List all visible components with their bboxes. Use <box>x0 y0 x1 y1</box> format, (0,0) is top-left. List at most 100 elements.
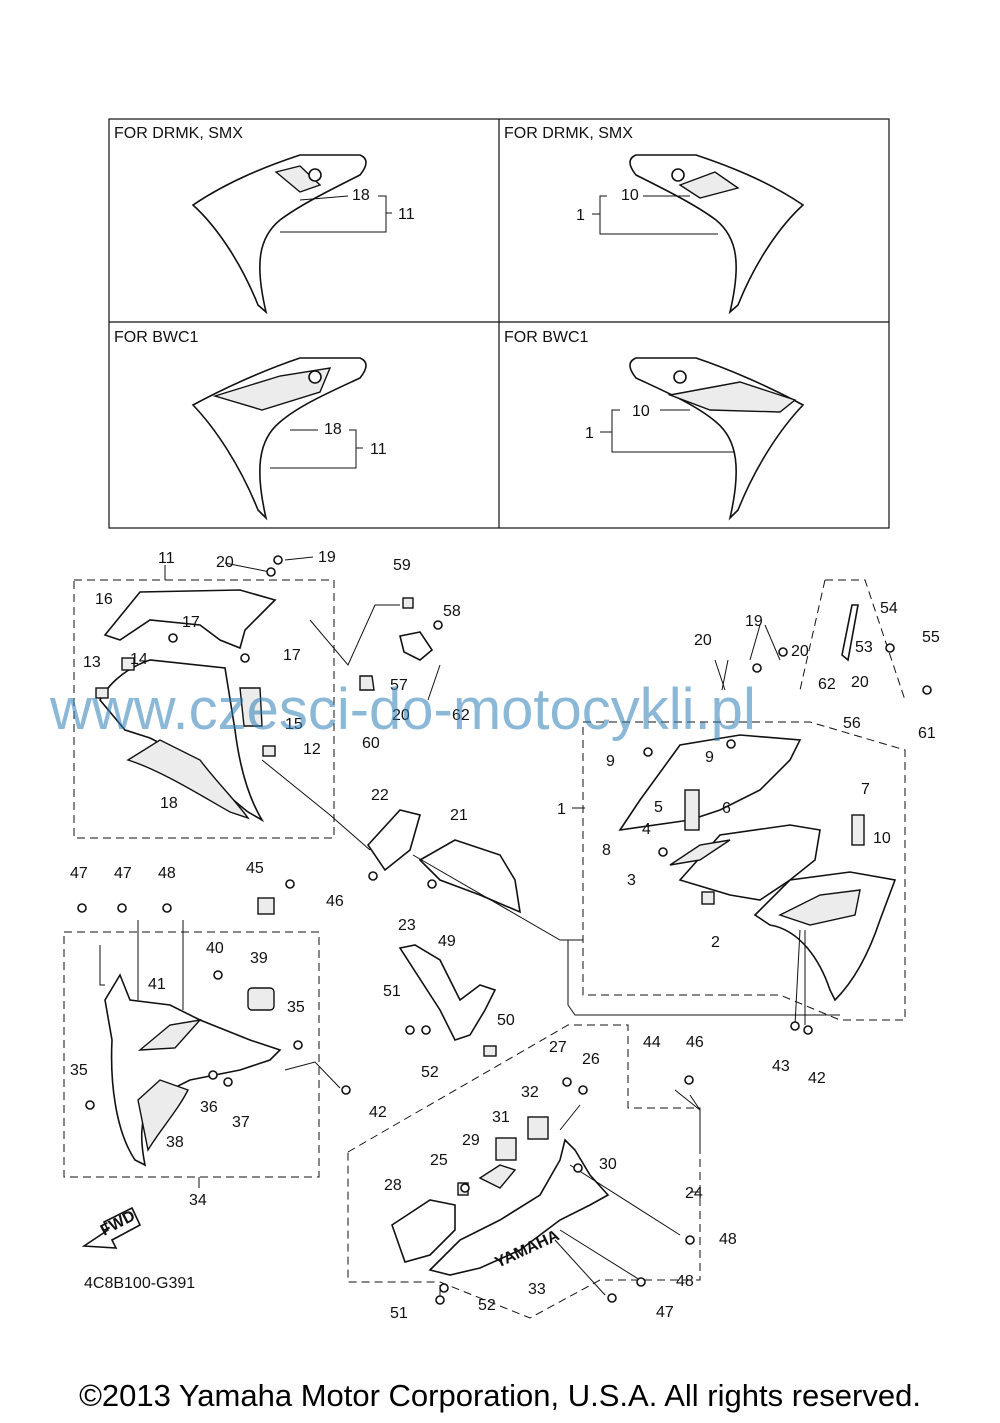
callouts: 11 20 19 16 17 17 13 14 15 12 18 59 58 5… <box>70 549 940 1322</box>
callout-35: 35 <box>287 999 305 1016</box>
callout-27: 27 <box>549 1039 567 1056</box>
callout-56: 56 <box>843 715 861 732</box>
callout-18: 18 <box>324 421 342 438</box>
callout-1: 1 <box>557 801 566 818</box>
variant-box-4: FOR BWC1 10 1 <box>504 329 805 521</box>
lower-left-cowl <box>104 897 282 1167</box>
callout-41: 41 <box>148 976 166 993</box>
center-side-panel <box>398 944 497 1057</box>
callout-50: 50 <box>497 1012 515 1029</box>
callout-43: 43 <box>772 1058 790 1075</box>
callout-8: 8 <box>602 842 611 859</box>
fasteners <box>77 555 932 1305</box>
callout-23: 23 <box>398 917 416 934</box>
callout-10: 10 <box>621 187 639 204</box>
variant-title: FOR DRMK, SMX <box>504 125 633 142</box>
panel-33 <box>428 1138 610 1276</box>
variant-box-1: FOR DRMK, SMX 18 11 <box>114 125 415 315</box>
callout-34: 34 <box>189 1192 207 1209</box>
callout-29: 29 <box>462 1132 480 1149</box>
callout-52: 52 <box>421 1064 439 1081</box>
variant-box-2: FOR DRMK, SMX 10 1 <box>504 125 805 315</box>
callout-62: 62 <box>452 707 470 724</box>
under-cowl: YAMAHA <box>391 1116 610 1276</box>
callout-20: 20 <box>216 554 234 571</box>
callout-33: 33 <box>528 1281 546 1298</box>
callout-46: 46 <box>326 893 344 910</box>
callout-14: 14 <box>130 651 148 668</box>
watermark: www.czesci-do-motocykli.pl <box>49 677 756 742</box>
upper-left-cowl <box>95 589 277 823</box>
callout-57: 57 <box>390 677 408 694</box>
callout-10: 10 <box>873 830 891 847</box>
r1-decal <box>667 381 797 413</box>
callout-42: 42 <box>808 1070 826 1087</box>
exploded-view: YAMAHA <box>63 549 940 1322</box>
panel-28 <box>391 1199 456 1263</box>
callout-47: 47 <box>114 865 132 882</box>
diagram-code: 4C8B100-G391 <box>84 1275 195 1292</box>
callout-38: 38 <box>166 1134 184 1151</box>
callout-59: 59 <box>393 557 411 574</box>
callout-5: 5 <box>654 799 663 816</box>
callout-25: 25 <box>430 1152 448 1169</box>
callout-39: 39 <box>250 950 268 967</box>
variant-grid: FOR DRMK, SMX 18 11 FOR DRMK, SMX 10 1 F… <box>108 118 890 529</box>
r1-decal <box>274 165 322 193</box>
leader-lines <box>99 556 840 1298</box>
callout-18: 18 <box>160 795 178 812</box>
callout-48: 48 <box>719 1231 737 1248</box>
callout-46: 46 <box>686 1034 704 1051</box>
callout-10: 10 <box>632 403 650 420</box>
callout-19: 19 <box>745 613 763 630</box>
callout-55: 55 <box>922 629 940 646</box>
callout-45: 45 <box>246 860 264 877</box>
callout-24: 24 <box>685 1185 703 1202</box>
callout-11: 11 <box>370 441 387 458</box>
panel-38 <box>137 1079 189 1152</box>
callout-48: 48 <box>676 1273 694 1290</box>
callout-44: 44 <box>643 1034 661 1051</box>
callout-6: 6 <box>722 800 731 817</box>
callout-52: 52 <box>478 1297 496 1314</box>
callout-4: 4 <box>642 821 651 838</box>
callout-9: 9 <box>705 749 714 766</box>
callout-17: 17 <box>283 647 301 664</box>
callout-20: 20 <box>851 674 869 691</box>
callout-19: 19 <box>318 549 336 566</box>
callout-61: 61 <box>918 725 936 742</box>
callout-20: 20 <box>392 707 410 724</box>
callout-47: 47 <box>70 865 88 882</box>
r1-decal <box>778 889 861 926</box>
callout-62: 62 <box>818 676 836 693</box>
callout-12: 12 <box>303 741 321 758</box>
callout-16: 16 <box>95 591 113 608</box>
callout-11: 11 <box>398 206 415 223</box>
callout-48: 48 <box>158 865 176 882</box>
callout-1: 1 <box>585 425 594 442</box>
callout-22: 22 <box>371 787 389 804</box>
variant-title: FOR DRMK, SMX <box>114 125 243 142</box>
callout-20: 20 <box>791 643 809 660</box>
callout-28: 28 <box>384 1177 402 1194</box>
r1-decal <box>212 367 332 411</box>
callout-1: 1 <box>576 207 585 224</box>
callout-60: 60 <box>362 735 380 752</box>
callout-9: 9 <box>606 753 615 770</box>
callout-18: 18 <box>352 187 370 204</box>
variant-title: FOR BWC1 <box>504 329 589 346</box>
panel-18 <box>126 739 250 820</box>
callout-37: 37 <box>232 1114 250 1131</box>
variant-title: FOR BWC1 <box>114 329 199 346</box>
pad-15 <box>239 687 263 727</box>
copyright-notice: ©2013 Yamaha Motor Corporation, U.S.A. A… <box>79 1378 921 1413</box>
callout-42: 42 <box>369 1104 387 1121</box>
callout-13: 13 <box>83 654 101 671</box>
callout-40: 40 <box>206 940 224 957</box>
callout-2: 2 <box>711 934 720 951</box>
upper-right-cowl <box>618 604 897 1002</box>
callout-51: 51 <box>383 983 401 1000</box>
callout-32: 32 <box>521 1084 539 1101</box>
callout-31: 31 <box>492 1109 510 1126</box>
